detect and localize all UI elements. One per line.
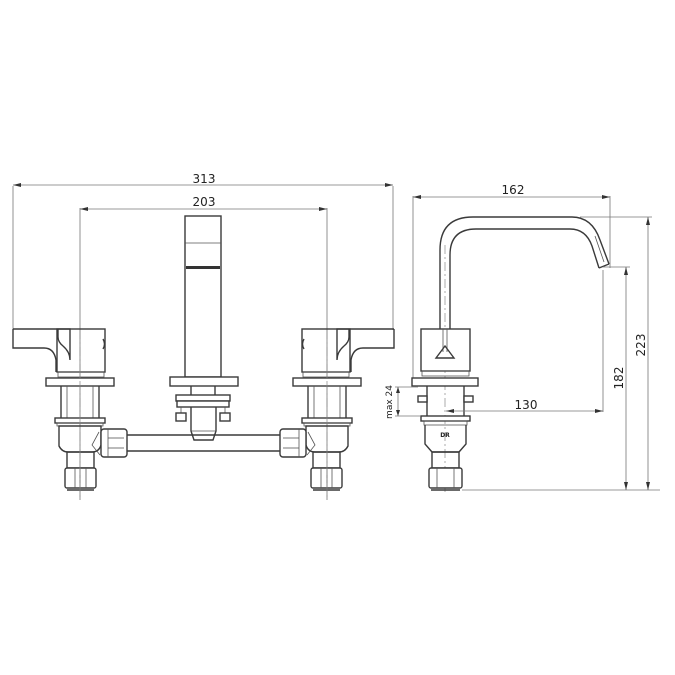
- left-handle-valve: [12, 328, 128, 491]
- dim-outlet-height: 182: [462, 266, 660, 491]
- dim-spout-reach: 130: [446, 270, 604, 413]
- dim-max24-label: max 24: [385, 385, 395, 419]
- dim-overall-height: 223: [580, 216, 652, 490]
- side-view: 162 DR: [385, 183, 660, 495]
- dim-side-depth: 162: [412, 183, 611, 382]
- dim-203-label: 203: [193, 195, 216, 209]
- body-stamp: DR: [440, 432, 450, 439]
- dim-overall-width: 313: [12, 172, 394, 330]
- right-handle-valve: [279, 328, 395, 491]
- dim-223-label: 223: [634, 334, 648, 357]
- dim-130-label: 130: [515, 398, 538, 412]
- front-view: 313 203: [12, 172, 395, 500]
- dim-max-deck: max 24: [385, 385, 420, 419]
- dim-313-label: 313: [193, 172, 216, 186]
- connecting-pipe: [127, 434, 280, 452]
- center-spout: [169, 215, 239, 441]
- side-body: DR: [411, 328, 479, 491]
- dim-182-label: 182: [612, 367, 626, 390]
- dim-162-label: 162: [502, 183, 525, 197]
